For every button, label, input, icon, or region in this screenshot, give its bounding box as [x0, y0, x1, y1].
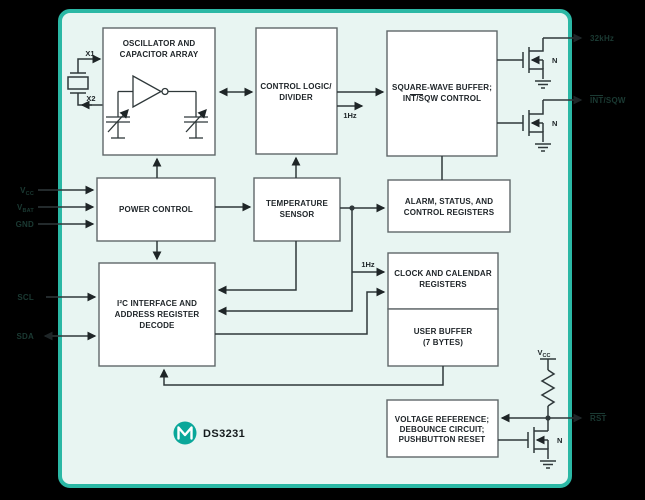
control-logic-label-1: CONTROL LOGIC/ — [260, 82, 332, 91]
inverter-icon — [117, 74, 197, 117]
clock-calendar-label-1: CLOCK AND CALENDAR — [394, 269, 492, 278]
pullup-vcc-sub: CC — [543, 353, 551, 359]
vcc-main: V — [20, 186, 26, 195]
mosfet-int-sqw: N — [497, 95, 583, 152]
ground-icon — [535, 80, 551, 89]
junction-i2c-wire — [217, 208, 353, 316]
maxim-m-glyph — [177, 426, 193, 440]
pin-x1-label: X1 — [85, 49, 94, 58]
temp-sensor-label-2: SENSOR — [280, 210, 315, 219]
signal-1hz-top: 1Hz — [343, 111, 357, 120]
voltage-reference-label-1: VOLTAGE REFERENCE; — [395, 415, 489, 424]
voltage-reference-label-3: PUSHBUTTON RESET — [399, 435, 486, 444]
user-buffer-label-2: (7 BYTES) — [423, 338, 463, 347]
control-logic-label-2: DIVIDER — [279, 93, 313, 102]
pin-vbat-label: VBAT — [17, 203, 34, 214]
block-i2c-interface: I²C INTERFACE AND ADDRESS REGISTER DECOD… — [98, 262, 216, 367]
pullup-vcc-label: VCC — [538, 348, 551, 359]
vbat-main: V — [17, 203, 23, 212]
block-clock-calendar: CLOCK AND CALENDAR REGISTERS — [387, 252, 499, 310]
user-buffer-label-1: USER BUFFER — [414, 327, 473, 336]
temp-sensor-label-1: TEMPERATURE — [266, 199, 328, 208]
pin-32khz-label: 32kHz — [590, 34, 614, 43]
internal-wires: 1Hz 1Hz — [38, 87, 444, 386]
oscillator-label-1: OSCILLATOR AND — [123, 39, 196, 48]
pullup-resistor — [540, 369, 556, 407]
vbat-sub: BAT — [23, 208, 35, 214]
maxim-logo — [173, 421, 197, 445]
i2c-label-2: ADDRESS REGISTER — [115, 310, 200, 319]
pin-x2-label: X2 — [86, 94, 95, 103]
block-control-logic: CONTROL LOGIC/ DIVIDER — [255, 27, 338, 155]
pin-sda-label: SDA — [17, 332, 35, 341]
alarm-registers-label-1: ALARM, STATUS, AND — [405, 197, 493, 206]
pin-scl-label: SCL — [17, 293, 34, 302]
x1-wire — [77, 54, 102, 73]
block-voltage-reference: VOLTAGE REFERENCE; DEBOUNCE CIRCUIT; PUS… — [386, 399, 499, 458]
pin-gnd-label: GND — [16, 220, 34, 229]
buffer-i2c-wire — [159, 366, 444, 386]
block-user-buffer: USER BUFFER (7 BYTES) — [387, 308, 499, 367]
oscillator-label-2: CAPACITOR ARRAY — [120, 50, 199, 59]
i2c-clock-wire — [215, 287, 386, 335]
mosfet-n1-label: N — [552, 56, 557, 65]
block-sqw-buffer: SQUARE-WAVE BUFFER; INT/SQW CONTROL — [386, 30, 498, 157]
rst-pullup-circuit: VCC — [500, 348, 583, 431]
i2c-label-1: I²C INTERFACE AND — [117, 299, 197, 308]
mosfet-n3-label: N — [557, 436, 562, 445]
i2c-label-3: DECODE — [139, 321, 175, 330]
block-oscillator: OSCILLATOR AND CAPACITOR ARRAY — [102, 27, 216, 156]
signal-1hz-mid: 1Hz — [361, 260, 375, 269]
power-control-label: POWER CONTROL — [119, 205, 193, 214]
pin-intsqw-label: INT/SQW — [590, 96, 626, 105]
pin-rst-label: RST — [590, 414, 607, 423]
ground-icon — [540, 460, 556, 469]
block-power-control: POWER CONTROL — [96, 177, 216, 242]
mosfet-n2-label: N — [552, 119, 557, 128]
block-temp-sensor: TEMPERATURE SENSOR — [253, 177, 341, 242]
voltage-reference-label-2: DEBOUNCE CIRCUIT; — [400, 425, 485, 434]
pullup-vcc-main: V — [538, 348, 543, 357]
part-number: DS3231 — [203, 428, 245, 440]
trimmer-capacitor-left — [106, 109, 130, 139]
mosfet-32khz: N — [497, 33, 583, 89]
block-alarm-registers: ALARM, STATUS, AND CONTROL REGISTERS — [387, 179, 511, 233]
x2-wire — [77, 93, 103, 106]
alarm-registers-label-2: CONTROL REGISTERS — [404, 208, 495, 217]
vcc-sub: CC — [26, 191, 34, 197]
pin-vcc-label: VCC — [20, 186, 34, 197]
clock-calendar-label-2: REGISTERS — [419, 280, 467, 289]
temp-i2c-wire — [217, 241, 297, 295]
sqw-buffer-label-1: SQUARE-WAVE BUFFER; — [392, 83, 492, 92]
ground-icon — [535, 143, 551, 152]
trimmer-capacitor-right — [184, 109, 208, 139]
sqw-buffer-label-2: INT/SQW CONTROL — [403, 94, 481, 103]
mosfet-rst: N — [498, 427, 562, 469]
